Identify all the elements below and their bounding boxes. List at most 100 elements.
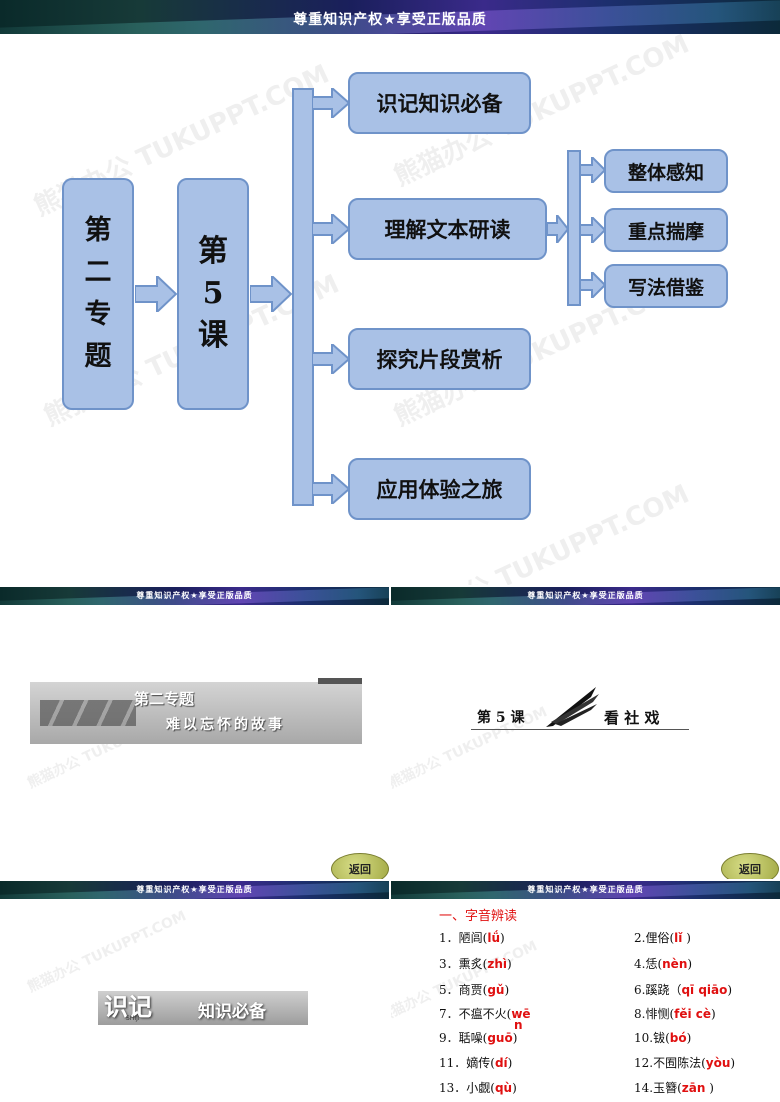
vocab-pinyin: dí [494, 1056, 508, 1070]
vocab-item: 4.恁(nèn) [634, 955, 692, 972]
vocab-word: 12.不囿陈法( [634, 1056, 706, 1070]
slide-banner: 尊重知识产权★享受正版品质 [0, 0, 780, 34]
branch-apply[interactable]: 应用体验之旅 [348, 458, 531, 520]
vocab-item: 9．聒噪(guō) [439, 1029, 517, 1046]
back-button[interactable]: 返回 [721, 853, 779, 879]
vocab-item: 7．不瘟不火(wē [439, 1005, 531, 1022]
vocab-close: ) [711, 1007, 716, 1021]
node-lesson[interactable]: 第 5 课 [177, 178, 249, 410]
vocab-word: 9．聒噪( [439, 1031, 488, 1045]
lesson-underline [471, 729, 689, 730]
arrow-right-icon [580, 157, 606, 183]
slide-lesson-cover: 尊重知识产权★享受正版品质 熊猫办公 TUKUPPT.COM 第 5 课 看 社… [391, 587, 780, 879]
vocab-word: 10.钹( [634, 1031, 670, 1045]
node-chapter-char: 专 [84, 299, 112, 330]
node-lesson-char: 第 [198, 234, 228, 269]
vocab-close: ) [682, 931, 691, 945]
vocab-item: 13．小觑(qù) [439, 1079, 517, 1096]
banner-text: 尊重知识产权★享受正版品质 [136, 591, 253, 600]
slide-chapter-cover: 尊重知识产权★享受正版品质 熊猫办公 TUKUPPT.COM 第二专题 难以忘怀… [0, 587, 389, 879]
vocab-close: ) [504, 983, 510, 997]
vocab-pinyin: bó [669, 1031, 687, 1045]
watermark: 熊猫办公 TUKUPPT.COM [25, 908, 189, 996]
back-button[interactable]: 返回 [331, 853, 389, 879]
vocab-pinyin: lǐ [674, 931, 683, 945]
lesson-title: 看 社 戏 [604, 709, 660, 727]
vocab-close: ) [686, 1031, 692, 1045]
plate-decoration [40, 700, 136, 726]
watermark: 熊猫办公 TUKUPPT.COM [391, 704, 550, 792]
vocab-close: ) [730, 1056, 736, 1070]
banner-text: 尊重知识产权★享受正版品质 [527, 885, 644, 894]
plate-accent-bar [318, 678, 362, 684]
banner-text: 尊重知识产权★享受正版品质 [527, 591, 644, 600]
slide-banner: 尊重知识产权★享受正版品质 [0, 881, 389, 899]
slide-mindmap: 尊重知识产权★享受正版品质 熊猫办公 TUKUPPT.COM 熊猫办公 TUKU… [0, 0, 780, 585]
vocab-word: 14.玉簪( [634, 1081, 682, 1095]
vocab-word: 5．商贾( [439, 983, 488, 997]
arrow-right-icon [312, 474, 350, 504]
arrow-right-icon [580, 217, 606, 243]
branch-understand[interactable]: 理解文本研读 [348, 198, 547, 260]
arrow-right-icon [250, 276, 292, 312]
connector-bar [567, 150, 581, 306]
vocab-item: 5．商贾(gǔ) [439, 981, 509, 998]
vocab-word: 1．陋闾( [439, 931, 488, 945]
vocab-word: 7．不瘟不火( [439, 1007, 512, 1021]
vocab-pinyin: zhì [487, 957, 507, 971]
sub-overview[interactable]: 整体感知 [604, 149, 728, 193]
arrow-right-icon [312, 344, 350, 374]
banner-text: 尊重知识产权★享受正版品质 [293, 12, 487, 28]
memorize-pinyin: SHIJI [126, 1015, 140, 1022]
vocab-pinyin: qù [494, 1081, 513, 1095]
vocab-close: ) [506, 957, 512, 971]
section-heading: 一、字音辨读 [439, 909, 518, 924]
vocab-word: 2.俚俗( [634, 931, 675, 945]
node-lesson-char: 课 [198, 318, 228, 353]
vocab-item: 12.不囿陈法(yòu) [634, 1054, 735, 1071]
vocab-word: 8.悱恻( [634, 1007, 675, 1021]
vocab-item: 8.悱恻(fěi cè) [634, 1005, 716, 1022]
vocab-word: 4.恁( [634, 957, 663, 971]
vocab-close: ) [499, 931, 505, 945]
slide-banner: 尊重知识产权★享受正版品质 [0, 587, 389, 605]
branch-memorize[interactable]: 识记知识必备 [348, 72, 531, 134]
vocab-pinyin: wē [511, 1007, 531, 1021]
vocab-close: ) [507, 1056, 513, 1070]
vocab-close: ) [727, 983, 733, 997]
vocab-word: 6.蹊跷（ [634, 983, 682, 997]
chapter-subtitle: 难以忘怀的故事 [166, 717, 285, 733]
vocab-pinyin: fěi cè [674, 1007, 712, 1021]
chapter-title: 第二专题 [134, 690, 195, 708]
vocab-word: 11．嫡传( [439, 1056, 495, 1070]
vocab-word: 3．熏炙( [439, 957, 488, 971]
connector-bar [292, 88, 314, 506]
vocab-word: 13．小觑( [439, 1081, 495, 1095]
vocab-item: 11．嫡传(dí) [439, 1054, 512, 1071]
node-chapter-char: 第 [84, 215, 112, 246]
node-chapter[interactable]: 第 二 专 题 [62, 178, 134, 410]
vocab-item: 6.蹊跷（qī qiāo) [634, 981, 732, 998]
memorize-big: 识记 [104, 992, 152, 1021]
slide-banner: 尊重知识产权★享受正版品质 [391, 587, 780, 605]
vocab-pinyin: gǔ [487, 983, 505, 997]
lesson-label: 第 5 课 [477, 710, 525, 726]
arrow-right-icon [580, 272, 606, 298]
arrow-right-icon [312, 88, 350, 118]
sub-writing[interactable]: 写法借鉴 [604, 264, 728, 308]
vocab-pinyin: qī qiāo [681, 983, 728, 997]
branch-explore[interactable]: 探究片段赏析 [348, 328, 531, 390]
brush-stroke-icon [546, 687, 599, 727]
arrow-right-icon [135, 276, 177, 312]
sub-analysis[interactable]: 重点揣摩 [604, 208, 728, 252]
arrow-right-icon [312, 214, 350, 244]
vocab-pinyin: lǘ [487, 931, 500, 945]
vocab-item: 10.钹(bó) [634, 1029, 691, 1046]
vocab-close: ) [705, 1081, 714, 1095]
arrow-right-icon [547, 215, 569, 243]
slide-banner: 尊重知识产权★享受正版品质 [391, 881, 780, 899]
vocab-pinyin: yòu [705, 1056, 731, 1070]
memorize-plate: 识记 SHIJI 知识必备 [98, 991, 308, 1025]
banner-text: 尊重知识产权★享受正版品质 [136, 885, 253, 894]
vocab-item: 1．陋闾(lǘ) [439, 929, 505, 946]
